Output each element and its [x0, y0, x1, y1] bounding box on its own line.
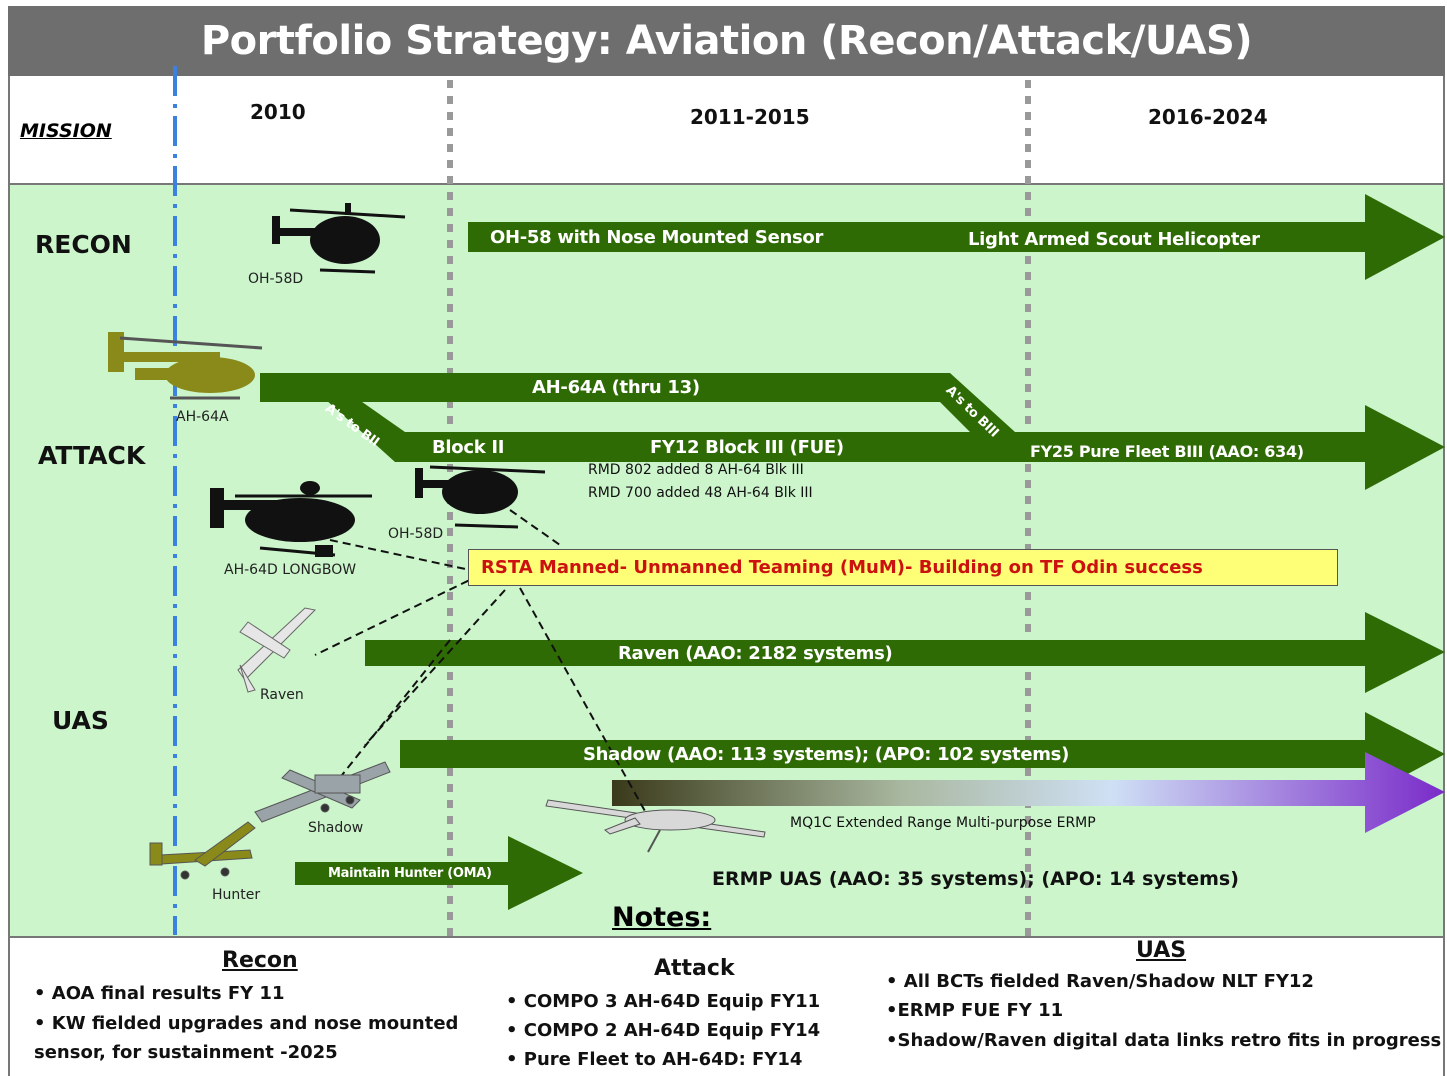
- rmd700-text: RMD 700 added 48 AH-64 Blk III: [588, 485, 813, 501]
- block3-text: FY12 Block III (FUE): [650, 437, 844, 458]
- page-title: Portfolio Strategy: Aviation (Recon/Atta…: [8, 6, 1445, 76]
- rsta-connectors: [314, 509, 651, 821]
- period-2016-2024: 2016-2024: [1148, 105, 1268, 129]
- notes-recon-title: Recon: [222, 948, 298, 973]
- block2-text: Block II: [432, 437, 505, 458]
- attack-upper-arrow: [260, 373, 1445, 490]
- label-oh58d-mid: OH-58D: [388, 526, 444, 542]
- shadow-icon: [254, 761, 391, 823]
- ah64a-bar-text: AH-64A (thru 13): [532, 377, 700, 398]
- notes-uas-item-1: • All BCTs fielded Raven/Shadow NLT FY12: [886, 971, 1314, 992]
- shadow-arrow: [400, 712, 1445, 797]
- row-label-uas: UAS: [52, 706, 109, 735]
- ah64a-icon: [108, 332, 263, 400]
- row-label-recon: RECON: [35, 230, 132, 259]
- period-header-row: [8, 76, 1445, 183]
- label-ah64a: AH-64A: [176, 409, 229, 425]
- label-raven: Raven: [260, 687, 304, 703]
- notes-attack-item-3: • Pure Fleet to AH-64D: FY14: [506, 1049, 803, 1070]
- hunter-arrow: [295, 836, 583, 910]
- notes-uas-title: UAS: [1136, 938, 1187, 963]
- ermp-text: ERMP UAS (AAO: 35 systems); (APO: 14 sys…: [712, 868, 1239, 890]
- label-shadow: Shadow: [308, 820, 364, 836]
- hunter-icon: [149, 821, 256, 880]
- mission-label: MISSION: [20, 120, 112, 142]
- notes-recon-item-3: sensor, for sustainment -2025: [34, 1042, 338, 1063]
- raven-icon: [237, 607, 317, 693]
- hunter-bar-text: Maintain Hunter (OMA): [328, 866, 492, 881]
- label-ah64d-longbow: AH-64D LONGBOW: [224, 562, 357, 578]
- notes-uas-item-2: •ERMP FUE FY 11: [886, 1000, 1064, 1021]
- attack-block-path: [315, 390, 1000, 462]
- raven-bar-text: Raven (AAO: 2182 systems): [618, 643, 893, 664]
- shadow-bar-text: Shadow (AAO: 113 systems); (APO: 102 sys…: [583, 744, 1070, 765]
- rsta-mum-box: RSTA Manned- Unmanned Teaming (MuM)- Bui…: [468, 549, 1338, 586]
- pure-fleet-text: FY25 Pure Fleet BIII (AAO: 634): [1030, 442, 1304, 461]
- row-label-attack: ATTACK: [38, 441, 146, 470]
- notes-attack-title: Attack: [654, 956, 735, 981]
- mq1c-icon: [545, 799, 766, 853]
- notes-uas-item-3: •Shadow/Raven digital data links retro f…: [886, 1030, 1442, 1051]
- label-hunter: Hunter: [212, 887, 261, 903]
- mq1c-arrow: [612, 752, 1445, 833]
- rmd802-text: RMD 802 added 8 AH-64 Blk III: [588, 462, 804, 478]
- notes-recon-item-2: • KW fielded upgrades and nose mounted: [34, 1013, 459, 1034]
- period-2010: 2010: [250, 100, 306, 124]
- oh58d-top-icon: [272, 203, 406, 274]
- mq1c-text: MQ1C Extended Range Multi-purpose ERMP: [790, 815, 1096, 831]
- notes-area: [8, 938, 1445, 1076]
- notes-attack-item-1: • COMPO 3 AH-64D Equip FY11: [506, 991, 821, 1012]
- ah64d-longbow-icon: [210, 481, 372, 557]
- recon-right-text: Light Armed Scout Helicopter: [968, 229, 1260, 250]
- recon-arrow: [468, 194, 1445, 280]
- raven-arrow: [365, 612, 1445, 693]
- label-oh58d-top: OH-58D: [248, 271, 304, 287]
- notes-recon-item-1: • AOA final results FY 11: [34, 983, 285, 1004]
- recon-left-text: OH-58 with Nose Mounted Sensor: [490, 227, 824, 248]
- notes-attack-item-2: • COMPO 2 AH-64D Equip FY14: [506, 1020, 821, 1041]
- period-2011-2015: 2011-2015: [690, 105, 810, 129]
- notes-heading: Notes:: [612, 902, 712, 933]
- oh58d-mid-icon: [415, 465, 546, 529]
